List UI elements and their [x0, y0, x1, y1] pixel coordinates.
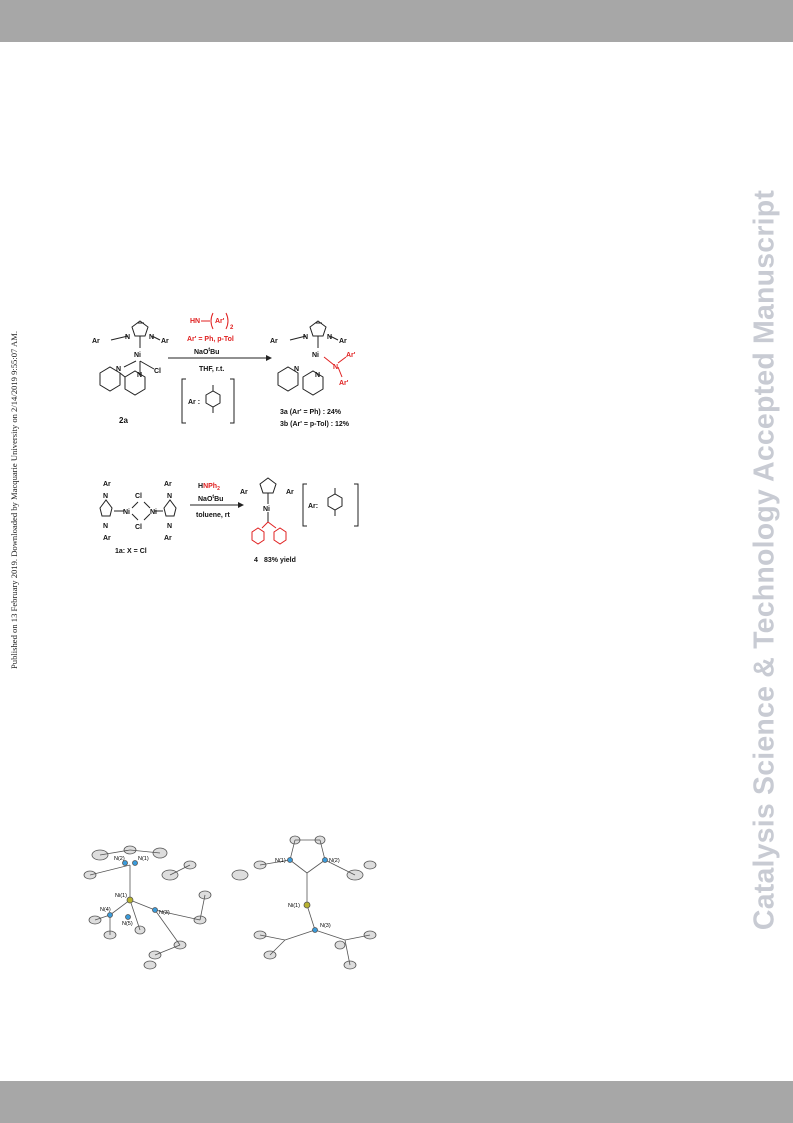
base-label: NaOtBu — [198, 494, 223, 503]
journal-watermark-text: Catalysis Science & Technology Accepted … — [748, 189, 781, 931]
dimer-1a: Ar Ar Ar Ar Ni Ni Cl Cl N N N N 1a: X = … — [99, 481, 177, 555]
product-3: Ar N N Ar Ni N Ar' Ar' N N 3a (Ar' = Ph)… — [270, 320, 356, 428]
n-label: N — [103, 493, 108, 500]
ni-label: Ni — [312, 352, 319, 359]
atom-label: Ni(1) — [288, 903, 300, 909]
ar-label: Ar — [164, 481, 172, 488]
compound-label-1a: 1a: X = Cl — [115, 548, 147, 555]
n-label: N — [125, 334, 130, 341]
atom-label: N(3) — [320, 923, 331, 929]
cl-label: Cl — [154, 368, 161, 375]
ar-label: Ar — [240, 489, 248, 496]
ar-label: Ar — [164, 535, 172, 542]
n-label: N — [149, 334, 154, 341]
atom-label: N(4) — [100, 907, 111, 913]
n-label: N — [294, 366, 299, 373]
product-4: Ar Ar Ni 4 83% yield Ar: — [240, 477, 359, 564]
n-label: N — [103, 523, 108, 530]
solvent-label: THF, r.t. — [199, 366, 224, 373]
ar-label: Ar — [103, 481, 111, 488]
amido-n-label: N — [333, 364, 338, 371]
ni-label: Ni — [263, 506, 270, 513]
n-label: N — [303, 334, 308, 341]
atom-label: N(1) — [138, 856, 149, 862]
ar-label: Ar — [286, 489, 294, 496]
crystal-structure-left — [83, 845, 212, 970]
ni-label: Ni — [150, 509, 157, 516]
atom-label: N(2) — [329, 858, 340, 864]
atom-label: Ni(1) — [115, 893, 127, 899]
ar-legend: Ar : — [188, 399, 200, 406]
yield-3a: 3a (Ar' = Ph) : 24% — [280, 409, 342, 416]
scheme-2-reagents: HNPh2 NaOtBu toluene, rt — [190, 483, 244, 519]
n-label: N — [167, 523, 172, 530]
ar-legend: Ar: — [308, 503, 318, 510]
ni-label: Ni — [123, 509, 130, 516]
crystal-structure-right — [231, 835, 377, 970]
base-label: NaOtBu — [194, 347, 219, 356]
yield-4: 83% yield — [264, 557, 296, 564]
n-label: N — [167, 493, 172, 500]
scheme-2: Ar Ar Ar Ar Ni Ni Cl Cl N N N N 1a: X = … — [99, 477, 359, 564]
n-label: N — [137, 372, 142, 379]
atom-label: N(1) — [275, 858, 286, 864]
ni-label: Ni — [134, 352, 141, 359]
ar-label: Ar — [161, 338, 169, 345]
ar-prime-label: Ar' — [346, 352, 356, 359]
cl-label: Cl — [135, 493, 142, 500]
cl-label: Cl — [135, 524, 142, 531]
solvent-label: toluene, rt — [196, 512, 231, 519]
ar-label: Ar — [339, 338, 347, 345]
atom-label: N(2) — [114, 856, 125, 862]
n-label: N — [116, 366, 121, 373]
amine-subscript: 2 — [230, 325, 234, 331]
compound-label-2a: 2a — [119, 416, 128, 425]
compound-label-4: 4 — [254, 557, 258, 564]
ar-label: Ar — [92, 338, 100, 345]
header-bar — [0, 0, 793, 42]
publication-note-text: Published on 13 February 2019. Downloade… — [9, 331, 19, 669]
footer-bar — [0, 1081, 793, 1123]
crystal-labels-left: N(2) N(1) Ni(1) N(4) N(3) N(5) — [100, 856, 170, 927]
scheme-1-reagents: HN Ar' 2 Ar' = Ph, p-Tol NaOtBu THF, r.t… — [168, 312, 272, 424]
ar-prime-label: Ar' — [339, 380, 349, 387]
yield-3b: 3b (Ar' = p-Tol) : 12% — [280, 421, 350, 428]
n-label: N — [327, 334, 332, 341]
ar-label: Ar — [103, 535, 111, 542]
ar-definition: Ar' = Ph, p-Tol — [187, 336, 234, 343]
scheme-1: Ar N N Ar Ni Cl N N 2a HN Ar' 2 Ar' = Ph… — [92, 312, 356, 428]
n-label: N — [315, 372, 320, 379]
complex-2a: Ar N N Ar Ni Cl N N 2a — [92, 320, 169, 425]
amine-prefix: HN — [190, 318, 200, 325]
crystal-structures: N(2) N(1) Ni(1) N(4) N(3) N(5) N(1) N(2)… — [83, 835, 377, 970]
atom-label: N(3) — [159, 910, 170, 916]
amine-label: HNPh2 — [198, 483, 220, 492]
amine-group: Ar' — [215, 318, 225, 325]
atom-label: N(5) — [122, 921, 133, 927]
ar-label: Ar — [270, 338, 278, 345]
crystal-labels-right: N(1) N(2) Ni(1) N(3) — [275, 858, 340, 929]
